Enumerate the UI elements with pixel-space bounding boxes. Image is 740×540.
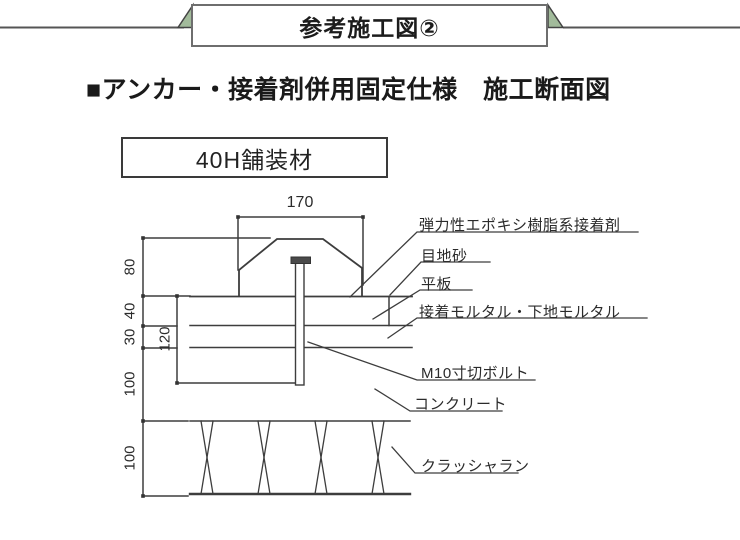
dim-stone-height: 80 <box>121 258 139 276</box>
bolt-shaft <box>294 262 305 386</box>
dim-mortar-thickness: 30 <box>121 328 139 346</box>
label-adhesive: 弾力性エポキシ樹脂系接着剤 <box>419 217 621 234</box>
leader-bolt <box>307 341 536 381</box>
leader-joint-sand <box>389 261 491 296</box>
label-slab: 平板 <box>421 276 453 293</box>
paving-stone-outline <box>238 238 363 297</box>
page-title: ■アンカー・接着剤併用固定仕様 施工断面図 <box>86 70 611 106</box>
label-mortar: 接着モルタル・下地モルタル <box>419 304 621 321</box>
banner-title: 参考施工図② <box>299 14 440 41</box>
page-title-text: アンカー・接着剤併用固定仕様 施工断面図 <box>101 76 611 104</box>
leader-adhesive <box>349 231 639 298</box>
leader-slab <box>372 289 473 320</box>
dim-bolt-length: 120 <box>156 326 174 352</box>
leader-lines <box>307 231 648 474</box>
label-crusher-run: クラッシャラン <box>421 458 530 475</box>
leader-mortar <box>387 317 648 339</box>
label-concrete: コンクリート <box>414 396 508 413</box>
label-bolt: M10寸切ボルト <box>421 365 530 382</box>
section-drawing <box>142 216 648 497</box>
dimension-chain-left <box>142 237 271 497</box>
dimension-bolt-length <box>176 295 298 384</box>
material-spec-label: 40H舗装材 <box>195 146 314 173</box>
dim-slab-thickness: 40 <box>121 302 139 320</box>
dimension-ticks <box>141 215 365 498</box>
bolt-head <box>290 256 311 264</box>
dim-concrete-thickness: 100 <box>121 371 139 397</box>
material-spec-box: 40H舗装材 <box>121 137 388 178</box>
banner-right-flag-icon <box>547 2 565 29</box>
dimension-stone-width <box>237 216 364 286</box>
dim-crusher-thickness: 100 <box>121 445 139 471</box>
banner-box: 参考施工図② <box>191 4 548 47</box>
crusher-run-hatch <box>200 420 385 495</box>
title-bullet-icon: ■ <box>86 76 102 104</box>
dim-stone-width: 170 <box>286 194 314 211</box>
leader-crusher-run <box>391 446 519 474</box>
leader-concrete <box>374 388 503 412</box>
label-joint-sand: 目地砂 <box>421 248 468 265</box>
